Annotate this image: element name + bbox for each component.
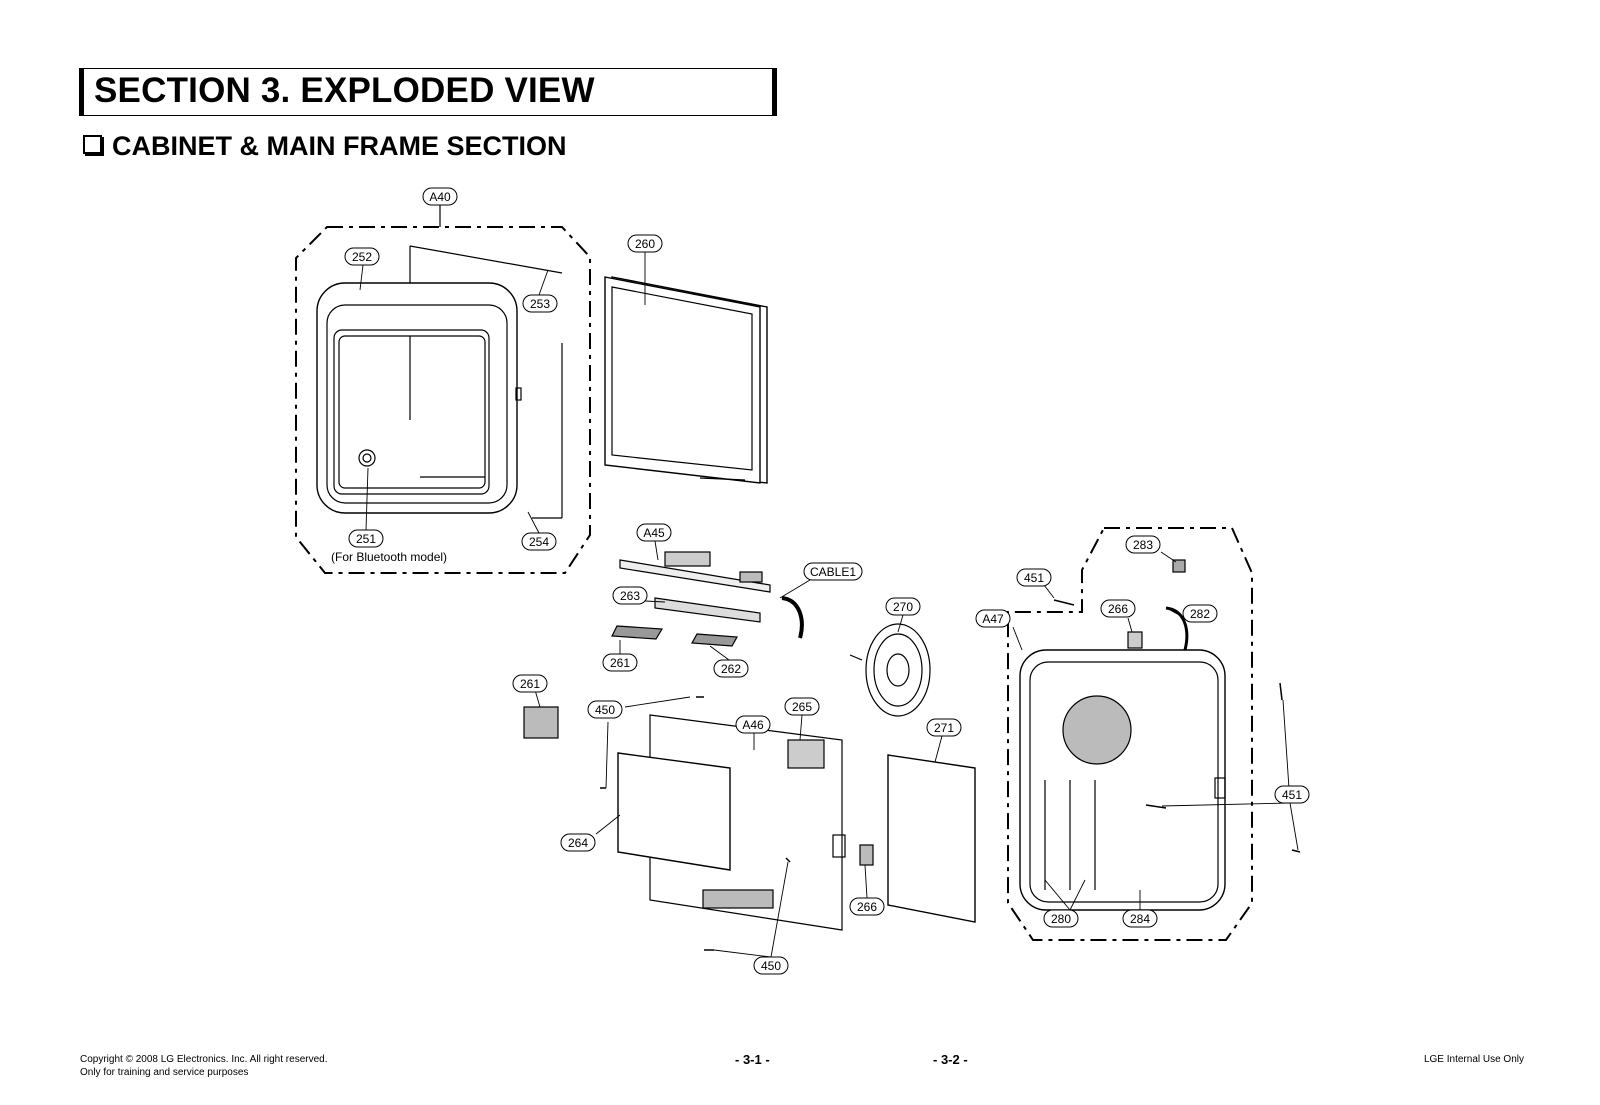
callout-271: 271: [926, 718, 962, 737]
page-number-left: - 3-1 -: [735, 1052, 770, 1067]
checkbox-bullet-icon: [83, 135, 102, 154]
part-266-small-lower: [859, 844, 874, 866]
svg-text:284: 284: [1130, 912, 1150, 926]
copyright-line-1: Copyright © 2008 LG Electronics. Inc. Al…: [80, 1054, 328, 1065]
part-271-battery: [887, 754, 976, 923]
callout-280: 280: [1043, 909, 1079, 928]
svg-text:270: 270: [893, 600, 913, 614]
group-a40-boundary: [295, 226, 591, 574]
callout-270: 270: [885, 597, 921, 616]
callout-284: 284: [1122, 909, 1158, 928]
callout-264: 264: [560, 833, 596, 852]
subsection-title-text: CABINET & MAIN FRAME SECTION: [112, 131, 567, 161]
copyright-line-2: Only for training and service purposes: [80, 1067, 249, 1078]
svg-text:265: 265: [792, 700, 812, 714]
svg-text:283: 283: [1133, 538, 1153, 552]
callout-266-lower: 266: [849, 897, 885, 916]
callout-266-upper: 266: [1100, 599, 1136, 618]
svg-text:260: 260: [635, 237, 655, 251]
svg-text:A47: A47: [982, 612, 1004, 626]
svg-text:A40: A40: [429, 190, 451, 204]
svg-text:251: 251: [356, 532, 376, 546]
internal-use-note: LGE Internal Use Only: [1423, 1054, 1524, 1065]
svg-text:A45: A45: [643, 526, 665, 540]
callout-451-right: 451: [1274, 785, 1310, 804]
callout-a47: A47: [975, 609, 1011, 628]
part-cable1: [781, 596, 804, 639]
svg-text:451: 451: [1024, 571, 1044, 585]
section-title: SECTION 3. EXPLODED VIEW: [94, 71, 595, 110]
svg-text:261: 261: [610, 656, 630, 670]
svg-text:253: 253: [530, 297, 550, 311]
callout-450-lower: 450: [753, 956, 789, 975]
svg-text:264: 264: [568, 836, 588, 850]
callout-261-lower: 261: [512, 674, 548, 693]
section-title-box: SECTION 3. EXPLODED VIEW: [79, 68, 777, 116]
svg-text:262: 262: [721, 662, 741, 676]
callout-262: 262: [713, 659, 749, 678]
part-263-bracket: [654, 597, 761, 623]
callout-a46: A46: [735, 715, 771, 734]
svg-text:450: 450: [595, 703, 615, 717]
svg-text:263: 263: [620, 589, 640, 603]
group-a47-boundary: [1007, 527, 1253, 941]
callout-a45: A45: [636, 523, 672, 542]
svg-text:254: 254: [529, 535, 549, 549]
callout-cable1: CABLE1: [803, 562, 863, 581]
callout-260: 260: [627, 234, 663, 253]
subsection-title: CABINET & MAIN FRAME SECTION: [83, 131, 567, 162]
part-261-pad-lower: [523, 706, 559, 739]
svg-text:252: 252: [352, 250, 372, 264]
callout-253: 253: [522, 294, 558, 313]
callout-a40: A40: [422, 187, 458, 206]
svg-text:282: 282: [1190, 607, 1210, 621]
part-a45-board: [619, 551, 771, 593]
part-a47-rear-cabinet: [1019, 649, 1226, 911]
callout-265: 265: [784, 697, 820, 716]
callout-labels: A40 252 253 260 251 254 A45 CABLE1 263 2…: [344, 187, 1310, 975]
callout-282: 282: [1182, 604, 1218, 623]
bluetooth-model-note: (For Bluetooth model): [331, 550, 447, 564]
part-252-front-frame: [316, 282, 522, 514]
part-261-pad-upper: [611, 625, 664, 640]
svg-text:450: 450: [761, 959, 781, 973]
part-266-small-upper: [1127, 631, 1143, 649]
callout-450-upper: 450: [587, 700, 623, 719]
callout-252: 252: [344, 247, 380, 266]
part-262-pad: [691, 633, 738, 647]
svg-text:271: 271: [934, 721, 954, 735]
leader-lines: [359, 252, 1299, 958]
callout-254: 254: [521, 532, 557, 551]
svg-text:CABLE1: CABLE1: [810, 565, 856, 579]
part-270-speaker: [849, 623, 931, 717]
svg-text:261: 261: [520, 677, 540, 691]
part-260-lcd-panel: [604, 276, 768, 484]
part-283-clip: [1172, 559, 1186, 573]
page-number-right: - 3-2 -: [933, 1052, 968, 1067]
svg-text:451: 451: [1282, 788, 1302, 802]
svg-text:266: 266: [1108, 602, 1128, 616]
svg-text:280: 280: [1051, 912, 1071, 926]
part-282-cable: [1165, 606, 1189, 651]
svg-text:A46: A46: [742, 718, 764, 732]
svg-text:266: 266: [857, 900, 877, 914]
callout-263: 263: [612, 586, 648, 605]
callout-251: 251: [348, 529, 384, 548]
footer-copyright: Copyright © 2008 LG Electronics. Inc. Al…: [80, 1053, 327, 1079]
callout-451-upper: 451: [1016, 568, 1052, 587]
part-264-panel: [617, 752, 731, 871]
screws: [600, 599, 1301, 951]
callout-261-upper: 261: [602, 653, 638, 672]
callout-283: 283: [1125, 535, 1161, 554]
